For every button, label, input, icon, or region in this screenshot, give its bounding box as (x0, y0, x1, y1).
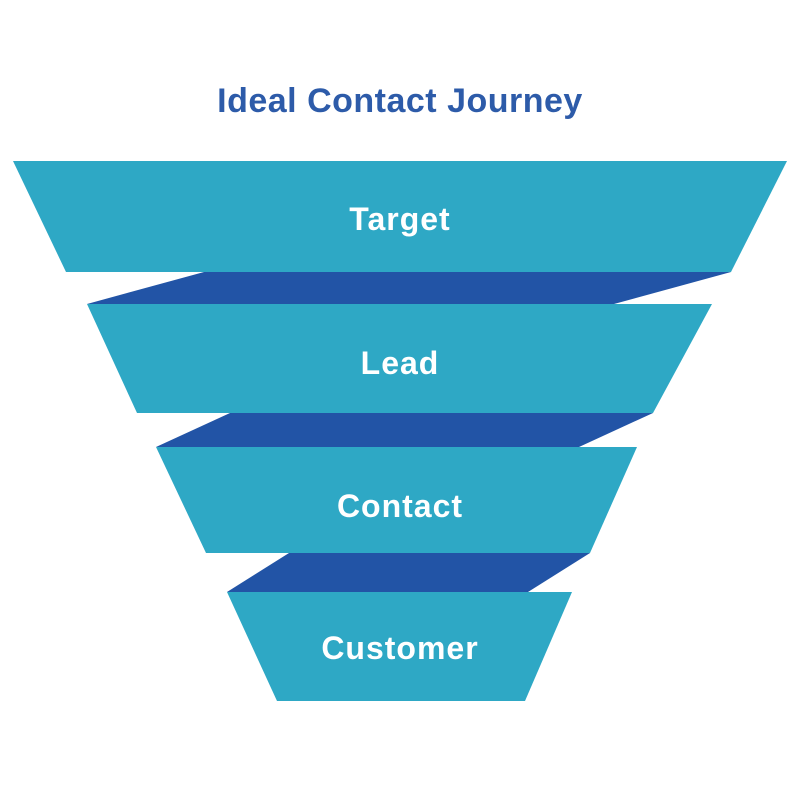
funnel-segment-lead (87, 304, 712, 413)
funnel-segment-contact (156, 447, 637, 553)
funnel-fold-1 (87, 272, 731, 304)
stage-label-lead: Lead (361, 345, 440, 381)
stage-label-customer: Customer (321, 630, 478, 666)
funnel-fold-2 (156, 413, 653, 447)
funnel-segment-target (13, 161, 787, 272)
stage-label-contact: Contact (337, 488, 463, 524)
funnel-segment-customer (227, 592, 572, 701)
stage-label-target: Target (349, 201, 450, 237)
funnel-fold-3 (227, 553, 590, 592)
diagram-title: Ideal Contact Journey (217, 82, 583, 120)
